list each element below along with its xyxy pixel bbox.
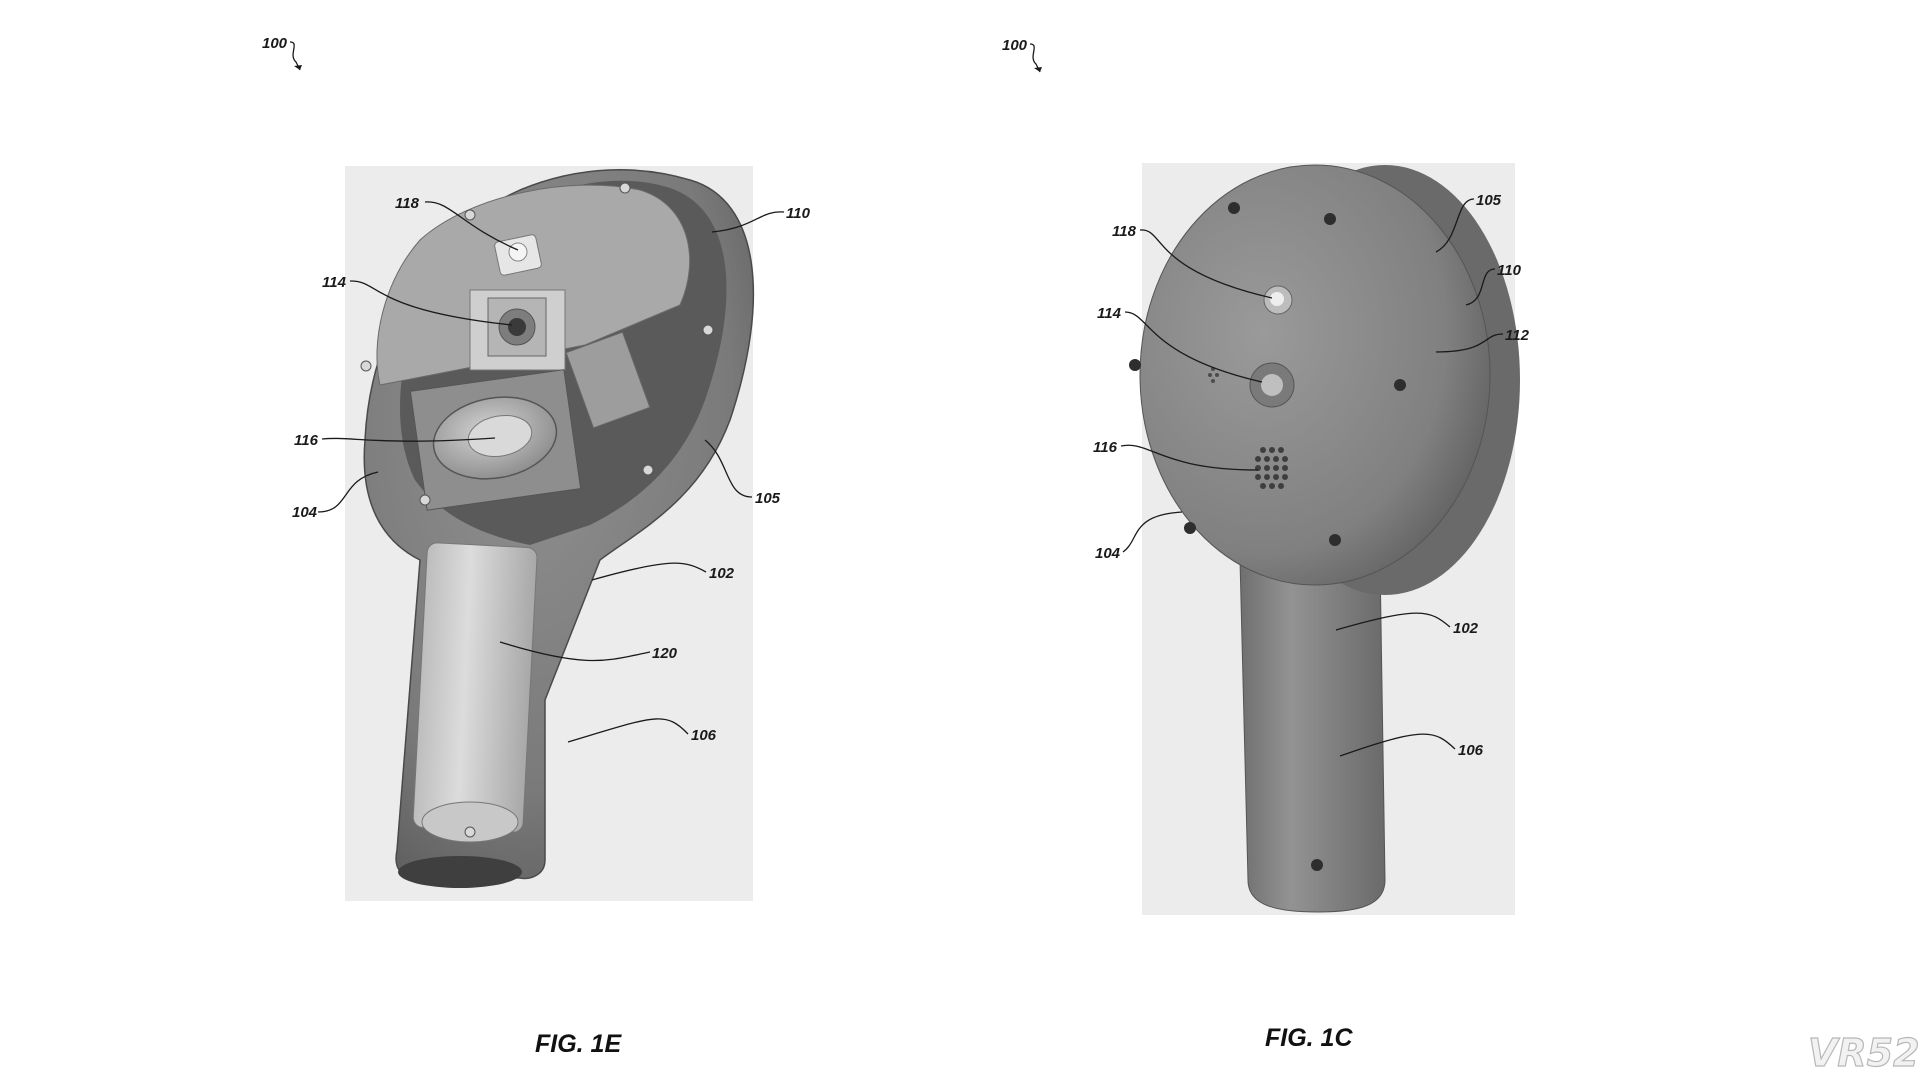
device-illustration-closed	[1129, 164, 1520, 913]
ref-110-right: 110	[1497, 262, 1522, 279]
mic-grid	[1208, 367, 1219, 383]
figure-1e-caption: FIG. 1E	[535, 1030, 622, 1058]
ref-116-left: 116	[294, 432, 319, 449]
device-illustration-open	[360, 169, 755, 888]
component-120	[412, 542, 538, 843]
ref-112-right: 112	[1505, 327, 1530, 344]
ref-118-right: 118	[1112, 223, 1137, 240]
ref-105-right: 105	[1476, 192, 1502, 209]
ref-105-left: 105	[755, 490, 781, 507]
ref-116-right: 116	[1093, 439, 1118, 456]
ref-114-left: 114	[322, 274, 347, 291]
ref-102-right: 102	[1453, 620, 1479, 637]
ref-104-right: 104	[1095, 545, 1121, 562]
ref-100-left: 100	[262, 35, 288, 52]
ref-106-left: 106	[691, 727, 717, 744]
component-118	[1263, 285, 1293, 315]
figure-1e: 100 118 110 114 116 104 105 102 120 106 …	[262, 35, 811, 1058]
ref-104-left: 104	[292, 504, 318, 521]
component-114	[469, 289, 566, 371]
ref-100-right: 100	[1002, 37, 1028, 54]
ref-102-left: 102	[709, 565, 735, 582]
figure-1c-caption: FIG. 1C	[1265, 1024, 1353, 1052]
ref-110-left: 110	[786, 205, 811, 222]
figure-1c: 100 118 105 110 114 112 116 104 102 106 …	[1002, 37, 1530, 1052]
component-116	[1255, 447, 1288, 489]
watermark-logo: VR52	[1808, 1031, 1920, 1075]
ref-120-left: 120	[652, 645, 678, 662]
component-114	[1249, 362, 1295, 408]
ref-114-right: 114	[1097, 305, 1122, 322]
ref-118-left: 118	[395, 195, 420, 212]
ref-106-right: 106	[1458, 742, 1484, 759]
